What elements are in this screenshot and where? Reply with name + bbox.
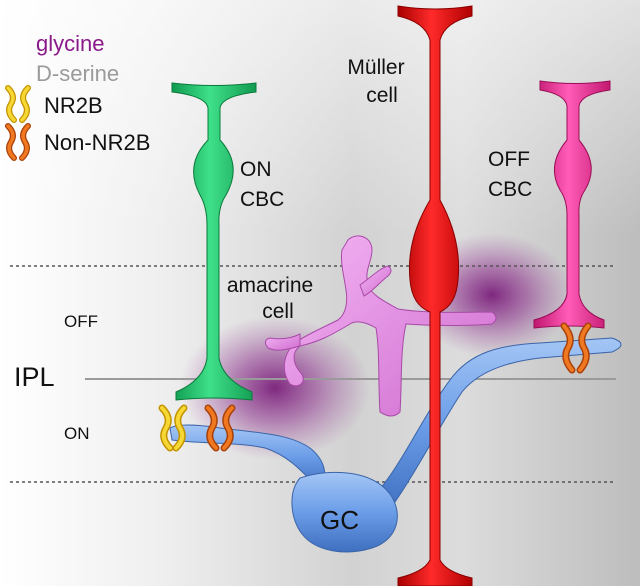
gc-label: GC [320, 505, 359, 535]
nr2b-receptor-1 [158, 404, 188, 452]
amacrine-upper-branch [359, 265, 392, 297]
off-layer-label: OFF [64, 312, 98, 331]
off-cbc-cell [533, 80, 611, 329]
amacrine-label-line1: amacrine [226, 274, 314, 297]
amacrine-cell-label: amacrine cell [218, 274, 322, 324]
legend-nr2b-icon [5, 85, 31, 123]
amacrine-left-branch [264, 333, 301, 351]
legend-non-nr2b-label: Non-NR2B [44, 130, 151, 155]
on-layer-label: ON [64, 424, 90, 443]
amacrine-label-line2: cell [262, 300, 294, 324]
on-cbc-label: ON CBC [240, 158, 284, 212]
ipl-label: IPL [14, 362, 55, 392]
non-nr2b-receptor-1 [204, 404, 236, 452]
on-cbc-label-line1: ON [240, 158, 272, 181]
non-nr2b-receptor-2 [560, 322, 592, 374]
muller-label-line2: cell [366, 84, 398, 108]
muller-cell-label: Müller cell [336, 56, 416, 108]
muller-cell [397, 5, 473, 586]
ganglion-cell-soma [291, 471, 398, 553]
on-cbc-label-line2: CBC [240, 188, 285, 212]
legend-nr2b-label: NR2B [44, 93, 103, 118]
muller-label-line1: Müller [347, 56, 405, 79]
off-cbc-label-line1: OFF [488, 148, 530, 171]
off-cbc-label: OFF CBC [488, 148, 532, 202]
off-cbc-label-line2: CBC [488, 178, 533, 202]
legend-glycine-label: glycine [36, 31, 105, 56]
legend-non-nr2b-icon [5, 123, 31, 161]
on-cbc-cell [171, 82, 257, 401]
legend-dserine-label: D-serine [36, 61, 120, 86]
